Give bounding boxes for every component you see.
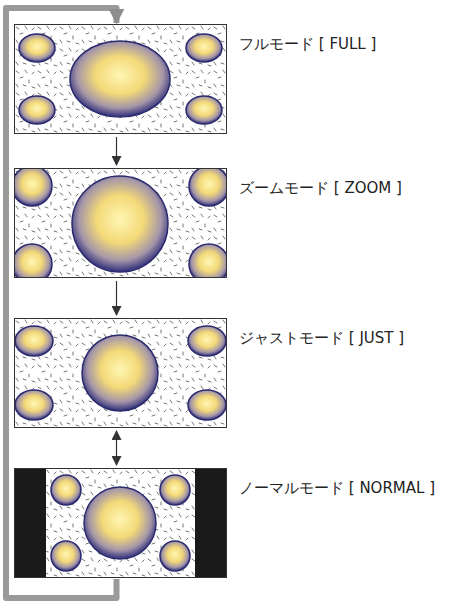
mode-label: ズームモード [ ZOOM ] [239, 179, 402, 197]
screen-panel: ノーマルモード [ NORMAL ] [14, 468, 227, 578]
return-arrow [6, 8, 117, 598]
step-arrow [116, 281, 117, 315]
mode-label: フルモード [ FULL ] [239, 35, 376, 53]
normal-screen-picture [14, 468, 227, 578]
mode-label: ジャストモード [ JUST ] [239, 329, 404, 347]
zoom-screen-picture [12, 166, 229, 284]
screen-panel: フルモード [ FULL ] [14, 24, 227, 134]
mode-label: ノーマルモード [ NORMAL ] [239, 479, 435, 497]
full-screen-picture [14, 24, 227, 134]
screen-panel: ジャストモード [ JUST ] [14, 318, 227, 428]
step-arrow [116, 431, 117, 465]
step-arrow [116, 137, 117, 165]
just-screen-picture [14, 318, 227, 428]
screen-panel: ズームモード [ ZOOM ] [14, 168, 227, 278]
